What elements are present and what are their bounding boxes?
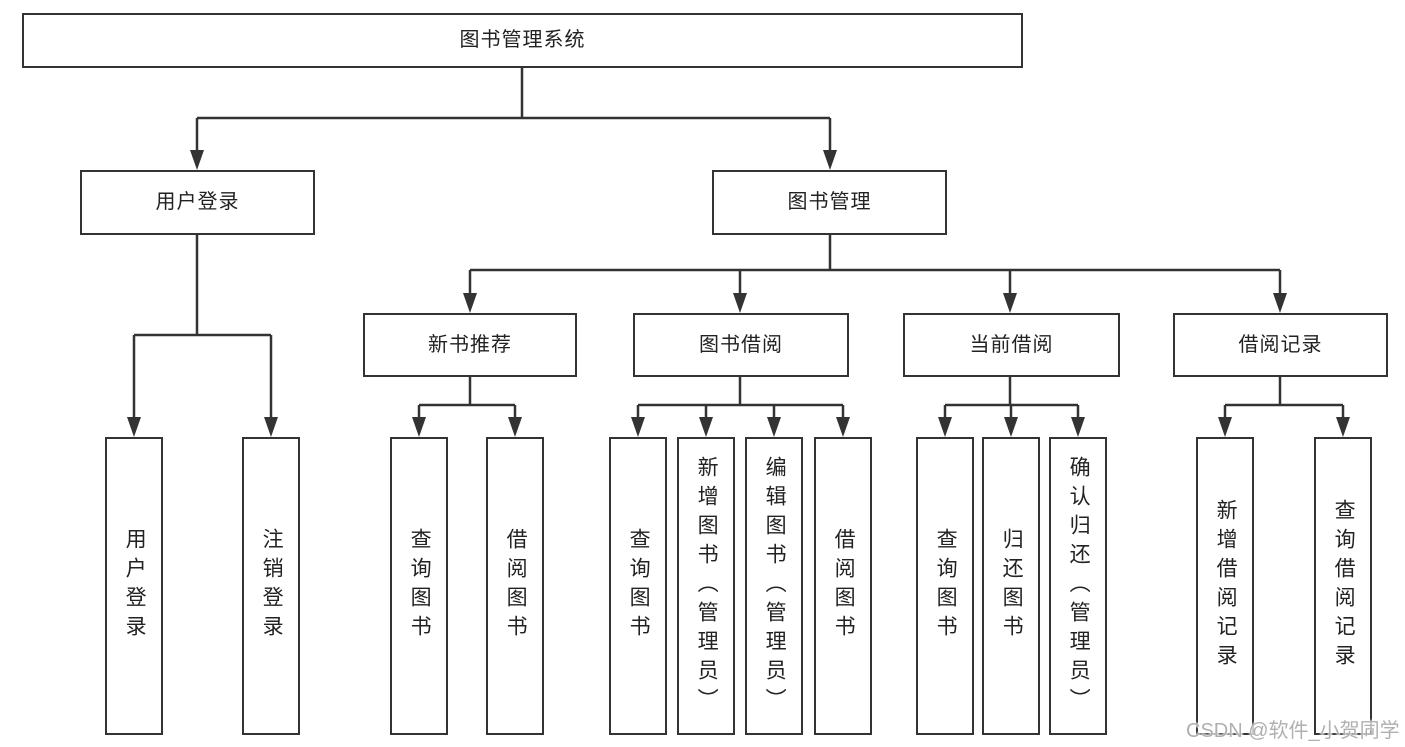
node-new-books: 新书推荐 bbox=[363, 313, 577, 377]
leaf-current-confirm: 确认归还（管理员） bbox=[1049, 437, 1107, 735]
arrowheads bbox=[127, 150, 1350, 437]
leaf-borrow-edit: 编辑图书（管理员） bbox=[745, 437, 803, 735]
leaf-current-query: 查询图书 bbox=[916, 437, 974, 735]
leaf-borrow-query: 查询图书 bbox=[609, 437, 667, 735]
node-book-borrow: 图书借阅 bbox=[633, 313, 849, 377]
watermark: CSDN @软件_小贺同学 bbox=[1186, 720, 1400, 742]
node-borrow-records: 借阅记录 bbox=[1173, 313, 1388, 377]
leaf-borrow-borrow: 借阅图书 bbox=[814, 437, 872, 735]
leaf-records-add: 新增借阅记录 bbox=[1196, 437, 1254, 735]
leaf-current-return: 归还图书 bbox=[982, 437, 1040, 735]
node-user-login: 用户登录 bbox=[80, 170, 315, 235]
leaf-logout: 注销登录 bbox=[242, 437, 300, 735]
leaf-records-query: 查询借阅记录 bbox=[1314, 437, 1372, 735]
leaf-newbooks-query: 查询图书 bbox=[390, 437, 448, 735]
node-root: 图书管理系统 bbox=[22, 13, 1023, 68]
leaf-borrow-add: 新增图书（管理员） bbox=[677, 437, 735, 735]
node-current-borrow: 当前借阅 bbox=[903, 313, 1120, 377]
node-book-mgmt: 图书管理 bbox=[712, 170, 947, 235]
leaf-newbooks-borrow: 借阅图书 bbox=[486, 437, 544, 735]
leaf-user-login: 用户登录 bbox=[105, 437, 163, 735]
